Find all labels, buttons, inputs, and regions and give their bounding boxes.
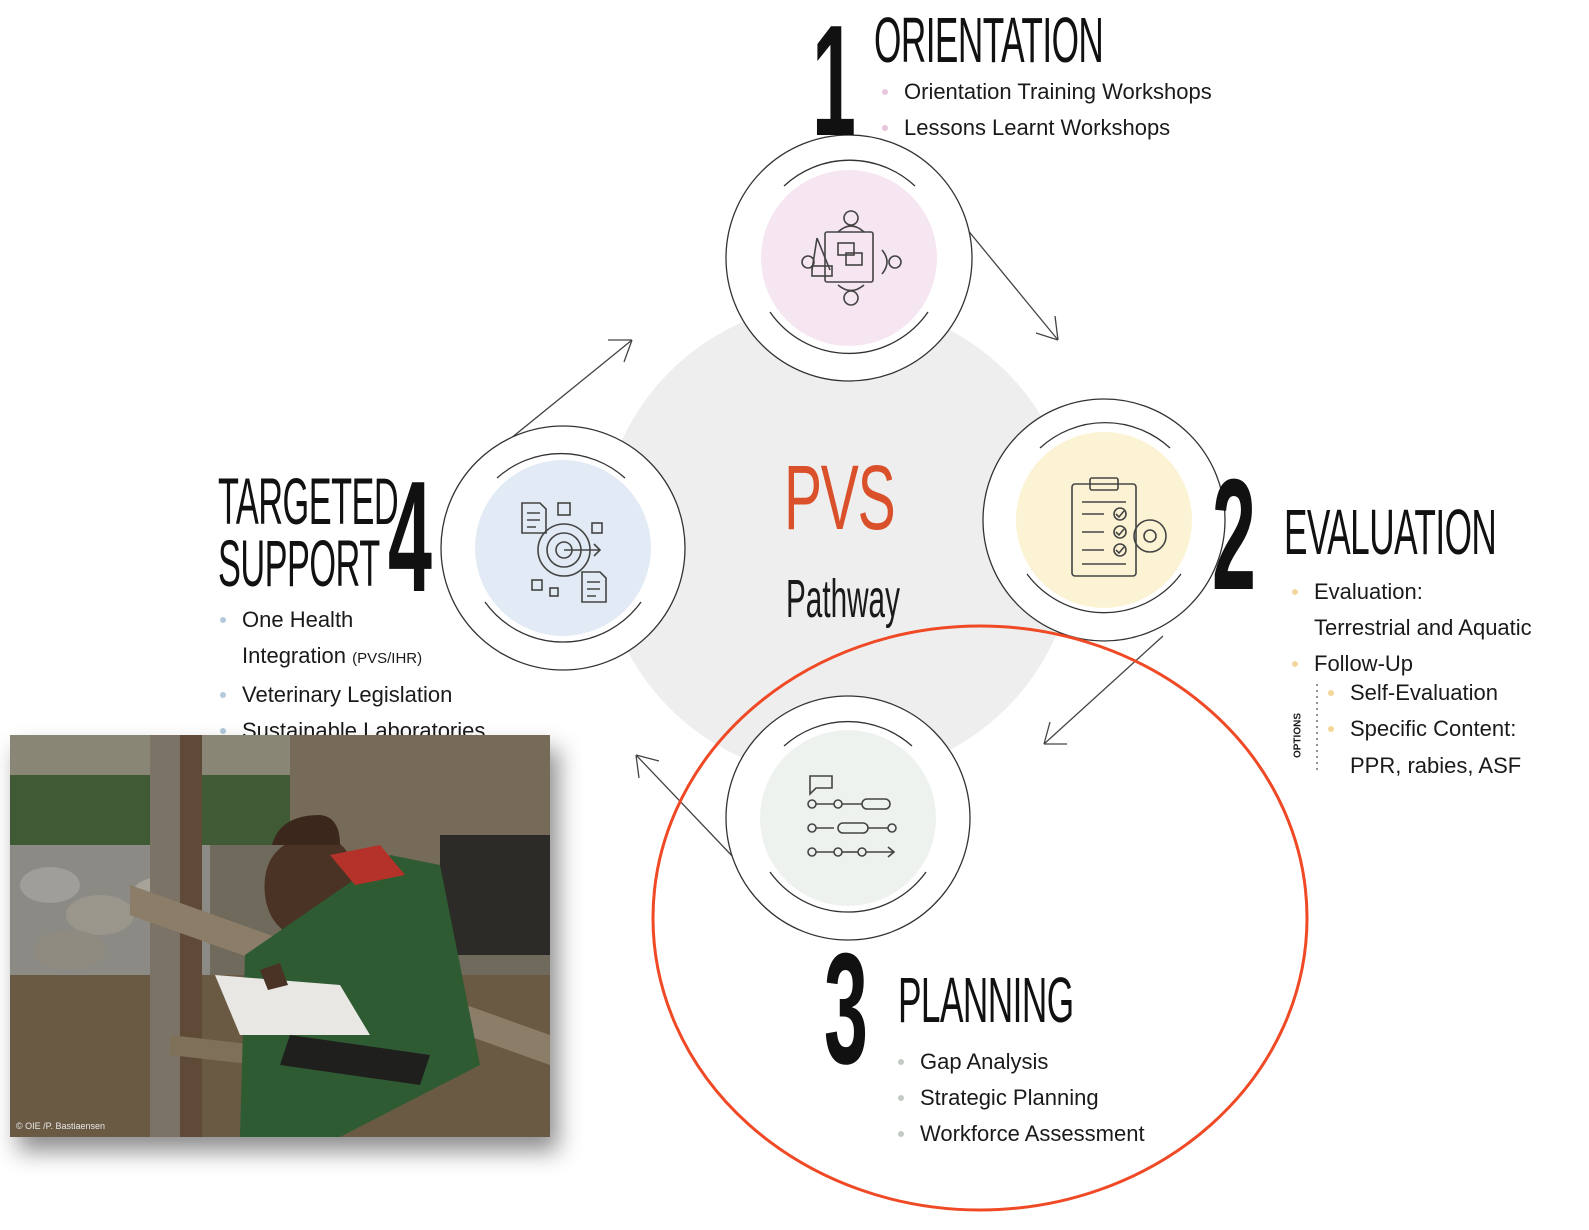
evaluation-options: Self-Evaluation Specific Content: [1320,675,1516,747]
stage-number-3: 3 [824,921,868,1097]
checklist-gear-icon [1071,477,1167,577]
planning-items: Gap Analysis Strategic Planning Workforc… [890,1044,1145,1152]
planning-node [725,695,971,941]
targeted-node [440,425,686,671]
planning-title: PLANNING [898,964,1074,1036]
evaluation-option-detail: PPR, rabies, ASF [1350,753,1522,778]
arrow-evaluation-to-planning [1043,635,1164,745]
list-item: Strategic Planning [890,1080,1145,1116]
target-documents-icon [521,502,607,603]
stage-number-4: 4 [388,449,432,625]
evaluation-items: Evaluation:Terrestrial and Aquatic Follo… [1284,574,1532,682]
options-label: OPTIONS [1292,713,1304,759]
team-meeting-icon [801,210,902,306]
evaluation-title: EVALUATION [1284,496,1497,568]
evaluation-node [982,398,1226,642]
process-flow-icon [807,775,897,858]
center-disc [600,302,1076,778]
list-item: Gap Analysis [890,1044,1145,1080]
photo-illustration [10,735,550,1137]
list-item: Self-Evaluation [1320,675,1516,711]
center-title: PVS [784,447,896,549]
highlight-ellipse [651,624,1309,1212]
list-item: Specific Content: [1320,711,1516,747]
orientation-node [725,134,973,382]
stage-number-2: 2 [1212,447,1256,623]
list-item: Veterinary Legislation [212,677,485,713]
targeted-title-line1: TARGETED [218,464,399,538]
center-subtitle: Pathway [786,569,900,629]
cycle-arrows [477,177,1164,881]
photo-credit: © OIE /P. Bastiaensen [16,1121,106,1131]
veterinary-worker-photo: © OIE /P. Bastiaensen [10,735,550,1137]
orientation-items: Orientation Training Workshops Lessons L… [874,74,1212,146]
orientation-title: ORIENTATION [874,4,1104,76]
list-item: Lessons Learnt Workshops [874,110,1212,146]
list-item: Follow-Up [1284,646,1532,682]
list-item: Workforce Assessment [890,1116,1145,1152]
list-item: Orientation Training Workshops [874,74,1212,110]
stage-number-1: 1 [812,0,856,169]
targeted-title-line2: SUPPORT [218,526,380,600]
list-item: Evaluation:Terrestrial and Aquatic [1284,574,1532,646]
